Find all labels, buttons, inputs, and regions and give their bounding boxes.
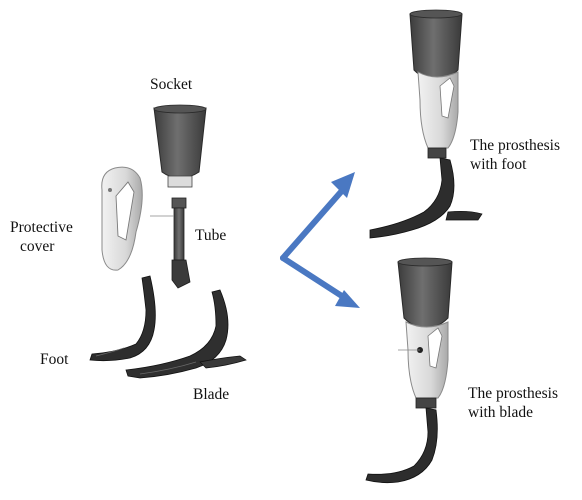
foot-part — [90, 276, 155, 361]
label-prosthesis-blade-line1: The prosthesis — [468, 384, 558, 403]
label-prosthesis-foot-line2: with foot — [470, 155, 560, 174]
label-socket: Socket — [150, 75, 192, 94]
label-blade: Blade — [193, 385, 229, 404]
label-protective-cover-line2: cover — [10, 237, 73, 256]
prosthesis-with-foot — [370, 10, 482, 238]
label-prosthesis-with-blade: The prosthesis with blade — [468, 384, 558, 422]
socket-part — [154, 105, 206, 187]
label-protective-cover: Protective cover — [10, 218, 73, 256]
label-prosthesis-foot-line1: The prosthesis — [470, 136, 560, 155]
label-protective-cover-line1: Protective — [10, 218, 73, 237]
label-prosthesis-blade-line2: with blade — [468, 403, 558, 422]
arrow-down — [283, 258, 360, 308]
protective-cover-part — [102, 167, 142, 270]
label-foot: Foot — [40, 350, 68, 369]
label-prosthesis-with-foot: The prosthesis with foot — [470, 136, 560, 174]
arrow-up — [283, 172, 355, 258]
arrow-origin — [280, 255, 286, 261]
prosthesis-with-blade — [366, 258, 452, 483]
tube-part — [150, 198, 190, 288]
label-tube: Tube — [195, 226, 226, 245]
